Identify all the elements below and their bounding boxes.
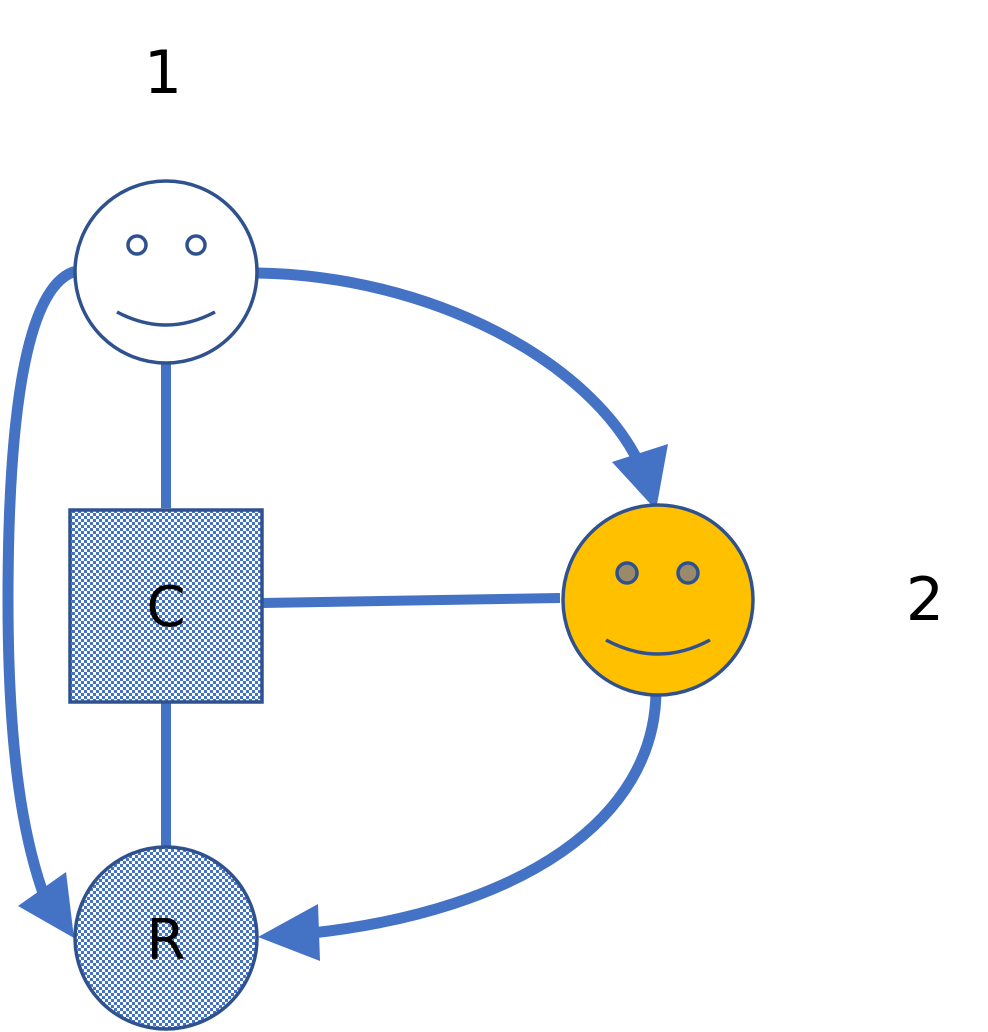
agent-2-node bbox=[561, 503, 755, 697]
smile bbox=[116, 310, 216, 327]
arrowhead-1-to-2 bbox=[612, 444, 668, 510]
smiley-face-icon bbox=[73, 179, 259, 365]
arrow-1-to-r bbox=[2, 266, 79, 896]
agent-2-label: 2 bbox=[906, 565, 944, 635]
smiley-face-icon bbox=[561, 503, 755, 697]
left-eye bbox=[615, 561, 639, 585]
node-c-label: C bbox=[146, 575, 185, 640]
left-eye bbox=[126, 234, 148, 256]
agent-1-label: 1 bbox=[144, 38, 182, 108]
node-r: R bbox=[73, 845, 259, 1031]
arrowhead-1-to-r bbox=[18, 872, 74, 938]
edge-c-to-2 bbox=[261, 593, 561, 608]
arrow-2-to-r bbox=[306, 684, 662, 939]
node-c: C bbox=[68, 508, 264, 704]
arrow-1-to-2 bbox=[252, 267, 646, 471]
right-eye bbox=[676, 561, 700, 585]
right-eye bbox=[185, 234, 207, 256]
arrowhead-2-to-r bbox=[258, 904, 320, 961]
node-r-label: R bbox=[147, 908, 186, 973]
smile bbox=[605, 638, 711, 656]
agent-1-node bbox=[73, 179, 259, 365]
